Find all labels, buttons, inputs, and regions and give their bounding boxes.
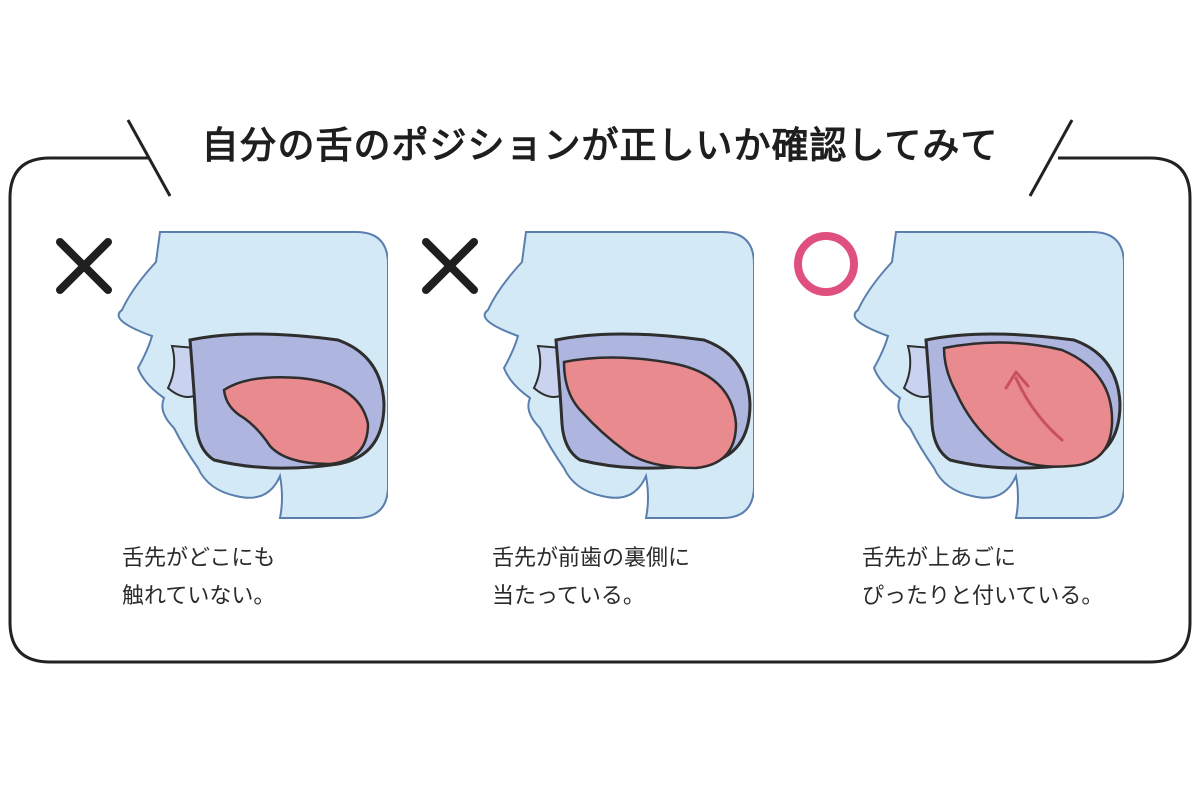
wrong-mark-cross-icon xyxy=(56,238,112,294)
upward-arrow-icon xyxy=(1014,376,1064,442)
face-profile-illustration xyxy=(117,231,388,519)
face-profile-illustration xyxy=(853,231,1124,519)
panel-correct xyxy=(784,228,1124,528)
title-slash-left xyxy=(126,119,172,197)
caption-panel-2: 舌先が前歯の裏側に 当たっている。 xyxy=(492,546,691,609)
caption-panel-1: 舌先がどこにも 触れていない。 xyxy=(122,546,276,609)
panel-front-teeth xyxy=(414,228,754,528)
title-slash-right xyxy=(1028,119,1074,197)
caption-panel-3: 舌先が上あごに ぴったりと付いている。 xyxy=(862,546,1104,609)
page-title: 自分の舌のポジションが正しいか確認してみて xyxy=(201,124,999,167)
face-profile-illustration xyxy=(483,231,754,519)
correct-mark-circle-icon xyxy=(794,232,858,296)
panel-no-contact xyxy=(48,228,388,528)
wrong-mark-cross-icon xyxy=(422,238,478,294)
